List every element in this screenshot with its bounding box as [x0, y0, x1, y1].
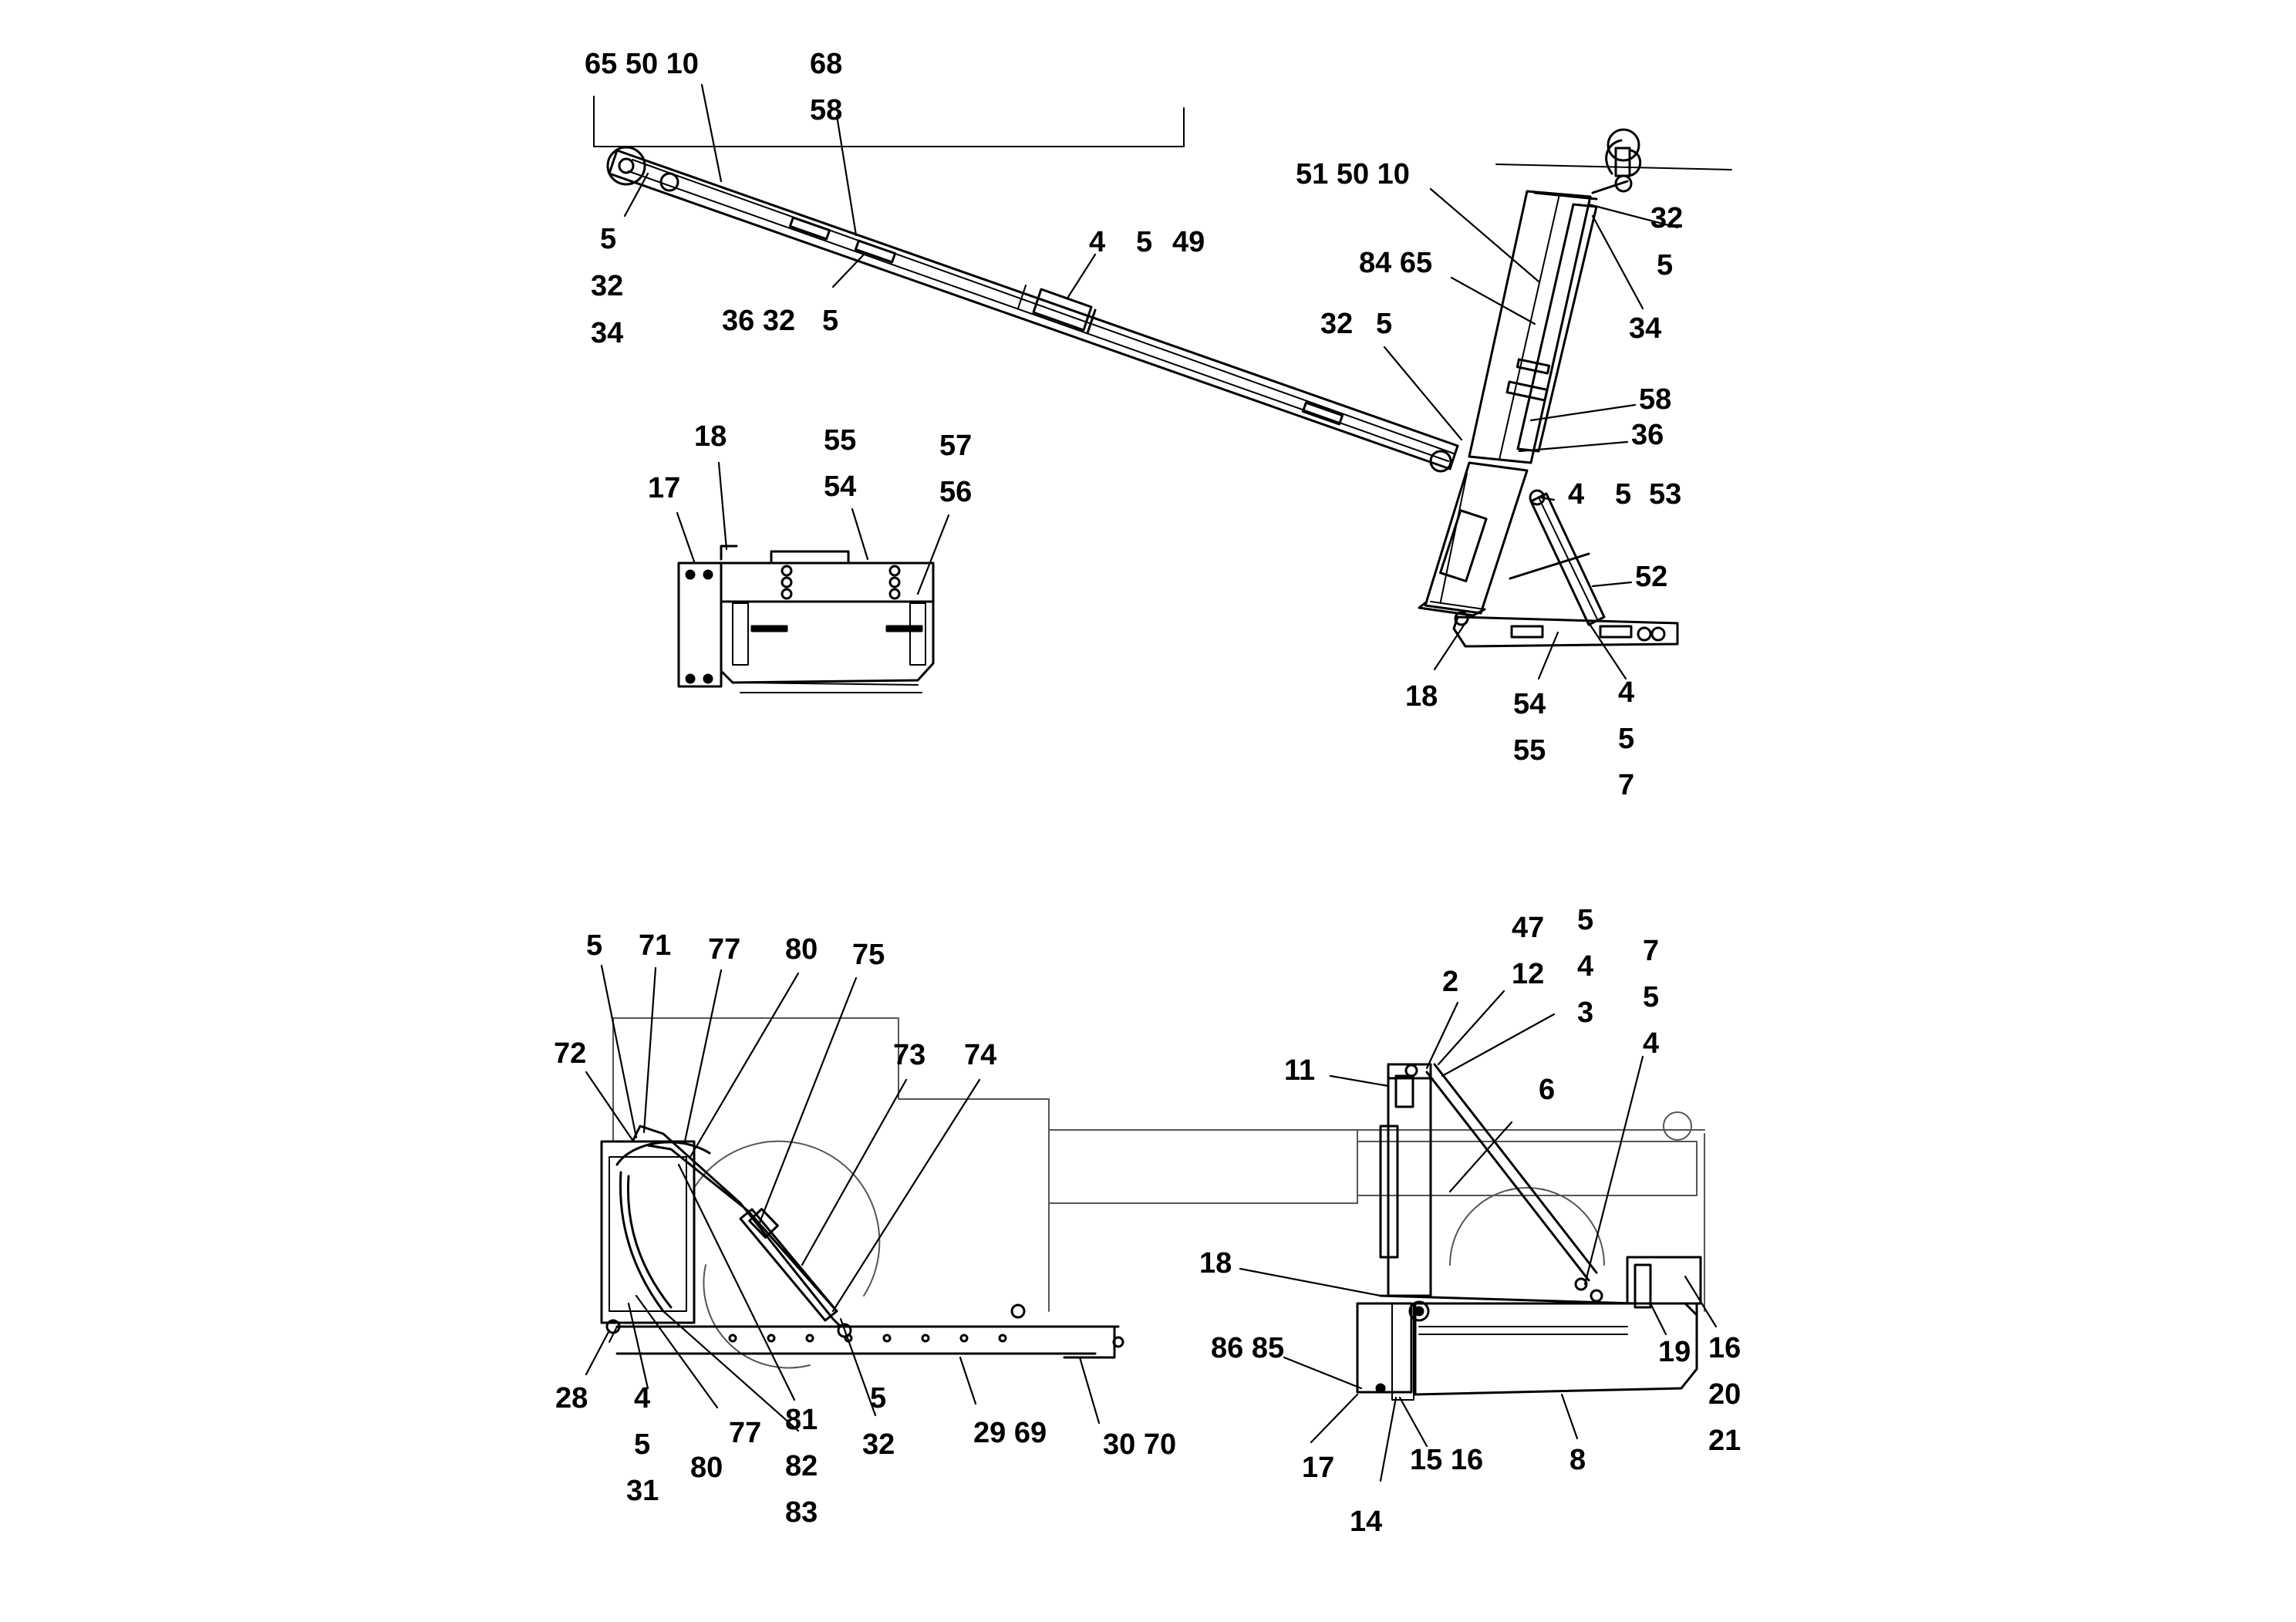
- boom-assembly-view: [593, 96, 1732, 648]
- callout-52: 52: [1635, 561, 1667, 593]
- callout-55: 55: [824, 424, 856, 457]
- callout-4: 4: [1618, 676, 1634, 709]
- leader-lines: [585, 83, 1718, 1482]
- callout-73: 73: [893, 1039, 925, 1071]
- callout-68: 68: [810, 48, 842, 80]
- callout-32: 32: [1650, 202, 1683, 234]
- callout-4: 4: [634, 1382, 650, 1415]
- callout-55: 55: [1513, 734, 1546, 767]
- callout-75: 75: [852, 939, 885, 971]
- callout-5: 5: [586, 929, 602, 962]
- callout-5: 5: [1136, 226, 1152, 258]
- callout-49: 49: [1172, 226, 1205, 258]
- callout-36: 36: [1631, 419, 1664, 451]
- callout-18: 18: [1199, 1247, 1232, 1280]
- callout-17: 17: [1302, 1452, 1334, 1484]
- callout-14: 14: [1350, 1506, 1382, 1538]
- callout-4: 4: [1568, 478, 1584, 511]
- callout-6: 6: [1539, 1074, 1555, 1106]
- callout-31: 31: [626, 1475, 659, 1507]
- callout-17: 17: [648, 472, 680, 504]
- callout-5: 5: [600, 223, 616, 255]
- callout-57: 57: [939, 430, 972, 462]
- callout-4: 4: [1643, 1027, 1659, 1060]
- callout-5: 5: [1376, 308, 1392, 340]
- callout-8: 8: [1569, 1444, 1586, 1476]
- callout-5: 5: [1657, 249, 1673, 282]
- callout-74: 74: [964, 1039, 996, 1071]
- callout-5: 5: [1615, 478, 1631, 511]
- callout-51-50-10: 51 50 10: [1296, 158, 1410, 191]
- callout-58: 58: [810, 94, 842, 126]
- callout-80: 80: [785, 933, 818, 966]
- callout-86-85: 86 85: [1211, 1332, 1284, 1364]
- rear-right-assembly-view: [1048, 1063, 1705, 1401]
- callout-56: 56: [939, 476, 972, 508]
- callout-34: 34: [1629, 312, 1661, 345]
- callout-53: 53: [1649, 478, 1681, 511]
- callout-84-65: 84 65: [1359, 247, 1432, 279]
- callout-16: 16: [1708, 1332, 1741, 1364]
- callout-29-69: 29 69: [973, 1417, 1047, 1449]
- callout-5: 5: [1618, 723, 1634, 755]
- callout-77: 77: [708, 933, 740, 966]
- callout-5: 5: [634, 1428, 650, 1461]
- callout-5: 5: [1577, 904, 1593, 936]
- callout-65-50-10: 65 50 10: [585, 48, 699, 80]
- callout-36-32: 36 32: [722, 305, 795, 337]
- callout-77: 77: [729, 1417, 761, 1449]
- callout-4: 4: [1089, 226, 1105, 258]
- callout-80: 80: [690, 1452, 723, 1484]
- callout-19: 19: [1658, 1336, 1691, 1368]
- callout-81: 81: [785, 1404, 818, 1436]
- callout-11: 11: [1284, 1054, 1315, 1087]
- callout-54: 54: [1513, 688, 1546, 720]
- callout-5: 5: [822, 305, 838, 337]
- callout-7: 7: [1618, 769, 1634, 801]
- callout-58: 58: [1639, 383, 1671, 416]
- callout-32: 32: [1320, 308, 1353, 340]
- callout-21: 21: [1708, 1425, 1741, 1457]
- callout-83: 83: [785, 1496, 818, 1529]
- callout-3: 3: [1577, 996, 1593, 1029]
- callout-47: 47: [1512, 912, 1544, 944]
- callout-20: 20: [1708, 1378, 1741, 1411]
- callout-28: 28: [555, 1382, 588, 1415]
- callout-32: 32: [591, 270, 623, 302]
- callout-32: 32: [862, 1428, 895, 1461]
- callout-5: 5: [1643, 981, 1659, 1013]
- callout-5: 5: [870, 1382, 886, 1415]
- callout-34: 34: [591, 317, 623, 349]
- box-assembly-view: [677, 545, 935, 693]
- callout-2: 2: [1442, 966, 1458, 998]
- callout-15-16: 15 16: [1410, 1444, 1483, 1476]
- callout-18: 18: [694, 420, 727, 453]
- callout-4: 4: [1577, 950, 1593, 983]
- callout-82: 82: [785, 1450, 818, 1482]
- callout-18: 18: [1405, 680, 1438, 713]
- callout-54: 54: [824, 470, 856, 503]
- callout-71: 71: [639, 929, 671, 962]
- callout-30-70: 30 70: [1103, 1428, 1176, 1461]
- callout-labels: 65 50 10 68 58 5 32 34 36 32 5 4 5 49 51…: [554, 48, 1741, 1538]
- callout-7: 7: [1643, 935, 1659, 967]
- callout-12: 12: [1512, 958, 1544, 990]
- callout-72: 72: [554, 1037, 586, 1070]
